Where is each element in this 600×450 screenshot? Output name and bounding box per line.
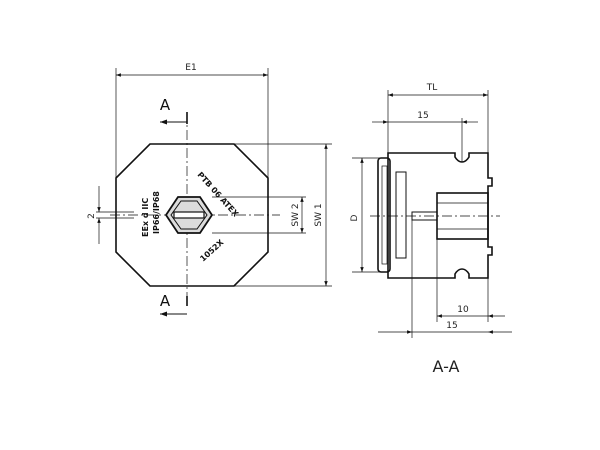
sw2-label: SW 2: [291, 203, 301, 226]
marking-left: EEx d IIC: [141, 198, 150, 237]
dim-15-bottom-label: 15: [446, 321, 457, 331]
section-head: [387, 152, 493, 279]
dim-10-label: 10: [457, 305, 469, 315]
section-view: D TL 15 10 15 A-A: [350, 83, 512, 376]
tl-label: TL: [426, 83, 438, 93]
front-view: E1 A A PTB 06 ATEX 1052X EEx d IIC IP66/…: [87, 63, 332, 317]
section-title: A-A: [433, 357, 460, 376]
section-cavity: [395, 171, 407, 259]
e1-label: E1: [185, 63, 196, 73]
hex-socket-icon: [164, 196, 214, 234]
dim-15-top-label: 15: [417, 111, 428, 121]
dim-2-label: 2: [87, 213, 97, 219]
marking-code: 1052X: [198, 237, 226, 263]
section-label-bottom: A: [160, 292, 171, 310]
marking-right: IP66/IP68: [152, 191, 161, 234]
sw1-label: SW 1: [314, 203, 324, 226]
section-label-top: A: [160, 96, 171, 114]
d-label: D: [350, 214, 360, 221]
section-seal: [377, 157, 391, 273]
